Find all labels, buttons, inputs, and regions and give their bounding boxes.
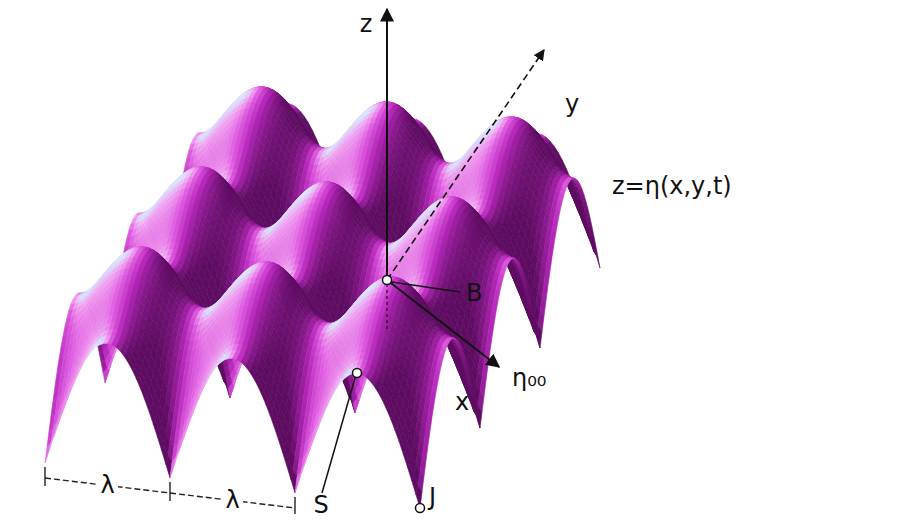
- figure: zyz=η(x,y,t)Bxη₀₀λλSJ: [0, 0, 902, 524]
